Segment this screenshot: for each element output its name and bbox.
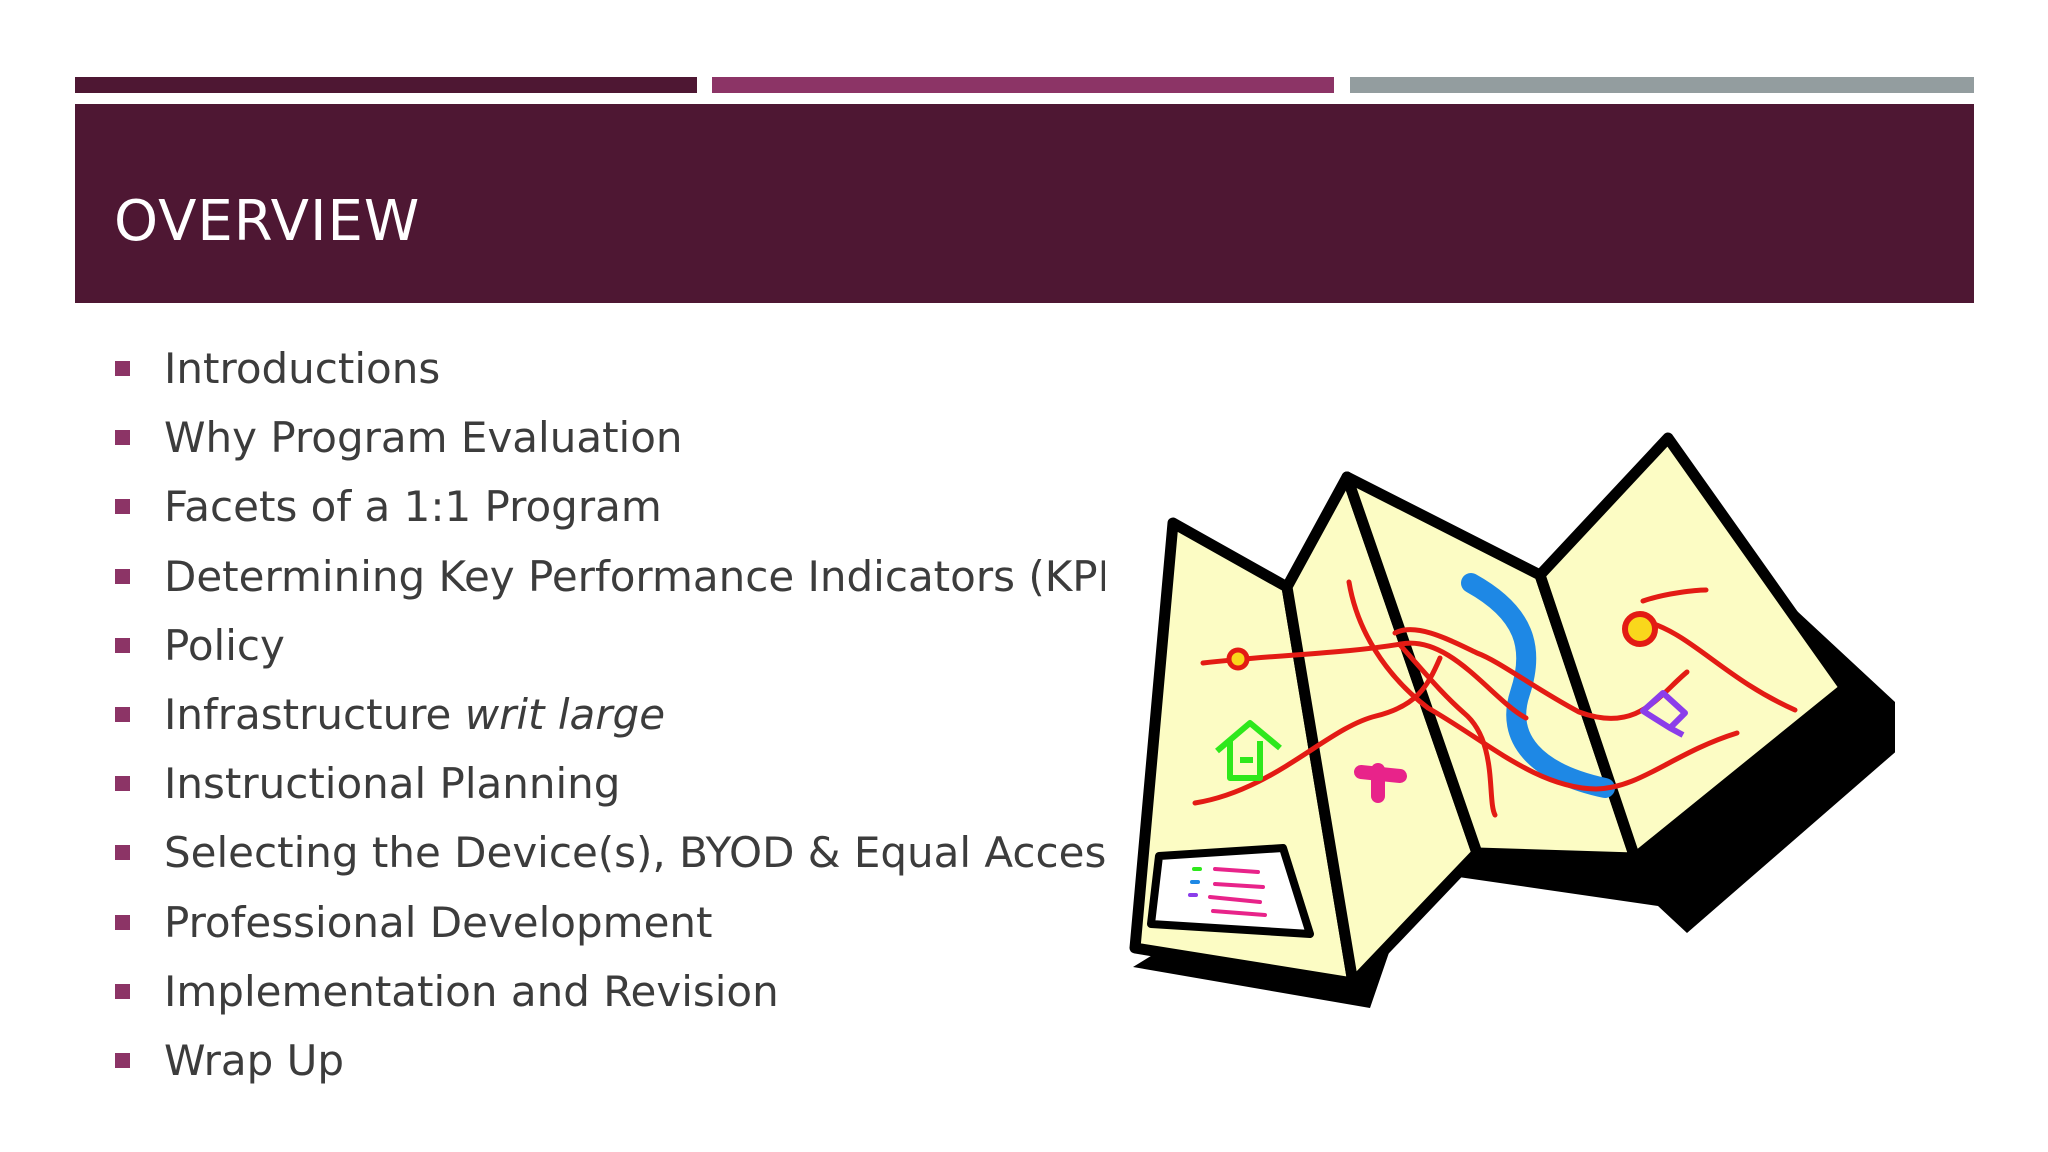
map-legend-lines xyxy=(1188,867,1267,917)
house-icon xyxy=(1215,720,1282,781)
square-bullet-icon xyxy=(115,499,130,515)
bullet-item: Implementation and Revision xyxy=(115,957,1105,1026)
accent-bar-dark xyxy=(75,77,697,93)
map-roads xyxy=(1192,579,1798,818)
map-marker-left xyxy=(1226,647,1250,671)
bullet-text: Implementation and Revision xyxy=(164,966,779,1016)
bullet-list: Introductions Why Program Evaluation Fac… xyxy=(115,334,1105,1095)
square-bullet-icon xyxy=(115,845,130,861)
bullet-item: Facets of a 1:1 Program xyxy=(115,472,1105,541)
bullet-item: Selecting the Device(s), BYOD & Equal Ac… xyxy=(115,818,1105,887)
bullet-item: Infrastructure writ large xyxy=(115,680,1105,749)
slide-title: OVERVIEW xyxy=(114,189,421,254)
square-bullet-icon xyxy=(115,430,130,446)
bullet-item: Policy xyxy=(115,611,1105,680)
bullet-text: Facets of a 1:1 Program xyxy=(164,482,662,532)
bullet-item: Instructional Planning xyxy=(115,749,1105,818)
folded-map-icon xyxy=(1129,432,1895,1008)
map-marker-right xyxy=(1622,611,1658,647)
accent-bar-magenta xyxy=(712,77,1334,93)
hospital-cross-icon xyxy=(1354,763,1407,803)
bullet-text: Wrap Up xyxy=(164,1035,345,1085)
bullet-item: Professional Development xyxy=(115,888,1105,957)
bullet-text: Policy xyxy=(164,620,285,670)
bullet-item: Introductions xyxy=(115,334,1105,403)
purple-marker-icon xyxy=(1640,690,1688,738)
accent-bar-gray xyxy=(1350,77,1974,93)
bullet-item: Why Program Evaluation xyxy=(115,403,1105,472)
title-band: OVERVIEW xyxy=(75,104,1974,303)
bullet-text: Introductions xyxy=(164,344,441,394)
bullet-text: Determining Key Performance Indicators (… xyxy=(164,551,1105,601)
bullet-item: Determining Key Performance Indicators (… xyxy=(115,542,1105,611)
bullet-text: Selecting the Device(s), BYOD & Equal Ac… xyxy=(164,828,1105,878)
bullet-text: Professional Development xyxy=(164,897,713,947)
square-bullet-icon xyxy=(115,914,130,930)
bullet-text-emphasis: writ large xyxy=(464,690,666,740)
square-bullet-icon xyxy=(115,983,130,999)
square-bullet-icon xyxy=(115,776,130,792)
square-bullet-icon xyxy=(115,707,130,723)
bullet-item: Wrap Up xyxy=(115,1026,1105,1095)
square-bullet-icon xyxy=(115,1052,130,1068)
map-legend-card xyxy=(1147,844,1314,938)
square-bullet-icon xyxy=(115,637,130,653)
bullet-text-plain: Infrastructure xyxy=(164,690,465,740)
map-river xyxy=(1461,573,1615,798)
bullet-text: Why Program Evaluation xyxy=(164,413,683,463)
bullet-text: Infrastructure writ large xyxy=(164,690,665,739)
bullet-text: Instructional Planning xyxy=(164,759,621,809)
square-bullet-icon xyxy=(115,361,130,377)
square-bullet-icon xyxy=(115,568,130,584)
